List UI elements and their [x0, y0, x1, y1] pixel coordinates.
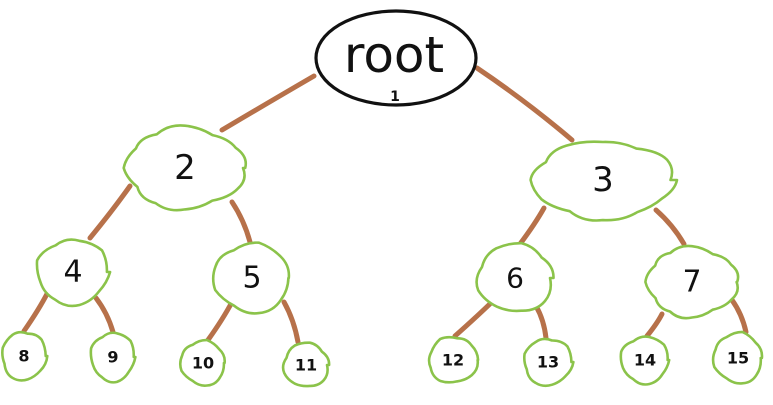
- root-node: root 1: [314, 9, 478, 107]
- node-cloud-outline: [427, 335, 480, 384]
- node-label: 8: [18, 347, 29, 366]
- tree-node-14: 14: [619, 335, 671, 386]
- root-index-label: 1: [390, 89, 400, 105]
- node-cloud-outline: [178, 338, 227, 387]
- node-label: 15: [727, 349, 749, 368]
- branch-to-node-9: [93, 295, 116, 335]
- branch-to-node-5: [229, 199, 253, 245]
- root-node-outline: [314, 9, 478, 107]
- tree-node-12: 12: [427, 335, 480, 384]
- node-cloud-outline: [211, 241, 291, 315]
- branch-to-node-8: [21, 289, 51, 334]
- node-label: 5: [242, 261, 261, 296]
- node-label: 3: [592, 160, 614, 200]
- tree-node-13: 13: [522, 337, 575, 388]
- node-cloud-outline: [711, 330, 764, 385]
- node-label: 13: [537, 353, 559, 372]
- node-label: 9: [107, 348, 118, 367]
- branch-to-node-6: [517, 205, 547, 247]
- node-label: 4: [63, 255, 82, 290]
- node-cloud-outline: [475, 241, 555, 313]
- node-cloud-outline: [1, 330, 49, 382]
- branch-to-node-11: [281, 299, 301, 345]
- node-cloud-outline: [122, 124, 248, 212]
- node-label: 7: [682, 265, 701, 300]
- branch-to-node-13: [533, 303, 549, 341]
- node-cloud-outline: [522, 337, 575, 388]
- tree-node-9: 9: [89, 331, 137, 384]
- tree-node-8: 8: [1, 330, 49, 382]
- tree-node-2: 2: [122, 124, 248, 212]
- branch-to-node-15: [729, 297, 749, 335]
- node-cloud-outline: [35, 238, 112, 308]
- branch-to-node-14: [644, 311, 665, 339]
- tree-node-4: 4: [35, 238, 112, 308]
- branch-to-node-3: [474, 65, 575, 143]
- node-label: 10: [192, 354, 214, 373]
- tree-node-10: 10: [178, 338, 227, 387]
- node-cloud-outline: [281, 341, 331, 388]
- branch-to-node-12: [452, 297, 497, 339]
- node-cloud-outline: [89, 331, 137, 384]
- node-cloud-outline: [644, 244, 740, 320]
- node-label: 11: [295, 356, 317, 375]
- node-label: 2: [174, 148, 196, 188]
- branch-to-node-7: [653, 207, 687, 247]
- node-label: 14: [634, 351, 656, 370]
- tree-node-15: 15: [711, 330, 764, 385]
- root-node-label: root: [344, 26, 444, 84]
- tree-node-7: 7: [644, 244, 740, 320]
- tree-node-6: 6: [475, 241, 555, 313]
- tree-node-11: 11: [281, 341, 331, 388]
- node-cloud-outline: [529, 140, 679, 222]
- node-label: 12: [442, 351, 464, 370]
- branch-to-node-4: [87, 183, 133, 241]
- branch-to-node-10: [205, 299, 235, 343]
- tree-node-5: 5: [211, 241, 291, 315]
- branch-to-node-2: [219, 73, 317, 133]
- node-label: 6: [506, 262, 524, 295]
- tree-node-3: 3: [529, 140, 679, 222]
- node-cloud-outline: [619, 335, 671, 386]
- tree-nodes: 2 3 4 5 6 7 8 9 10 11 12 13 14 15: [1, 124, 764, 388]
